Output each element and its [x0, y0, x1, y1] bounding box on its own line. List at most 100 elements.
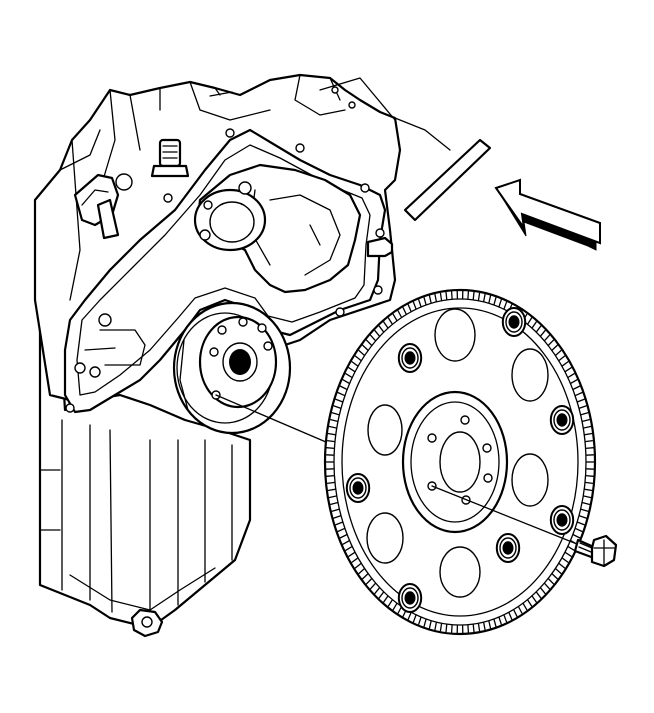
gear-tooth [567, 545, 575, 552]
gear-tooth [493, 297, 497, 306]
gear-tooth [581, 501, 590, 506]
gear-tooth [539, 329, 546, 337]
gear-tooth [354, 355, 362, 362]
gear-tooth [567, 372, 575, 379]
gear-tooth [585, 447, 594, 450]
gear-tooth [428, 620, 432, 629]
gear-tooth [551, 344, 559, 351]
gear-tooth [327, 439, 336, 443]
bolt-alignment-line [431, 485, 583, 547]
gear-tooth [412, 301, 417, 310]
gear-tooth [503, 614, 508, 623]
gear-tooth [564, 366, 572, 373]
gear-tooth [554, 349, 562, 356]
gear-tooth [583, 495, 592, 499]
bolt-boss [397, 343, 423, 373]
gear-tooth [339, 385, 348, 391]
gear-tooth [331, 411, 340, 416]
gear-tooth [348, 366, 356, 373]
gear-tooth [535, 325, 542, 333]
gear-tooth [392, 602, 398, 611]
bolt-boss [549, 405, 575, 435]
bolt-boss [495, 533, 521, 563]
gear-tooth [337, 391, 346, 397]
gear-tooth [450, 291, 453, 300]
gear-tooth [337, 527, 346, 533]
gear-tooth [572, 385, 581, 391]
gear-tooth [526, 599, 533, 607]
gear-tooth [551, 573, 559, 580]
gear-tooth [374, 329, 381, 337]
gear-tooth [378, 591, 385, 599]
engine-block [33, 73, 451, 638]
gear-tooth [561, 557, 569, 564]
gear-tooth [488, 620, 492, 629]
gear-tooth [428, 295, 432, 304]
gear-tooth [576, 521, 585, 526]
gear-tooth [526, 317, 533, 325]
gear-tooth [543, 334, 551, 342]
gear-tooth [574, 391, 583, 397]
gear-tooth [576, 398, 585, 403]
gear-tooth [482, 621, 486, 631]
gear-tooth [365, 339, 373, 346]
bolt-boss [501, 307, 527, 337]
gear-tooth [328, 425, 337, 429]
gear-tooth [584, 481, 593, 485]
gear-tooth [330, 418, 339, 423]
gear-tooth [467, 624, 470, 633]
gear-tooth [547, 339, 555, 346]
gear-tooth [580, 411, 589, 416]
lightening-holes [366, 308, 549, 598]
gear-tooth [335, 521, 344, 526]
gear-tooth [407, 612, 412, 620]
gear-tooth [482, 293, 486, 303]
gear-tooth [345, 372, 353, 379]
gear-tooth [327, 481, 336, 485]
gear-tooth [581, 418, 590, 423]
gear-tooth [330, 501, 339, 506]
gear-tooth [467, 291, 470, 300]
gear-tooth [558, 355, 566, 362]
gear-tooth [445, 291, 448, 300]
bolt-boss [549, 505, 575, 535]
gear-tooth [423, 618, 427, 627]
gear-tooth [543, 582, 551, 590]
gear-tooth [361, 344, 369, 351]
gear-tooth [508, 612, 513, 620]
gear-tooth [434, 621, 438, 631]
gear-tooth [539, 587, 546, 595]
gear-tooth [369, 582, 377, 590]
gear-tooth [572, 533, 581, 539]
gear-tooth [387, 317, 394, 325]
gear-tooth [434, 293, 438, 303]
gear-tooth [574, 527, 583, 533]
gear-tooth [570, 379, 578, 385]
cam-boss [193, 181, 267, 252]
gear-tooth [326, 474, 335, 477]
gear-tooth [522, 602, 528, 611]
gear-tooth [561, 360, 569, 367]
gear-tooth [351, 360, 359, 367]
direction-arrow [494, 178, 601, 251]
gear-tooth [348, 551, 356, 558]
gear-tooth [351, 557, 359, 564]
gear-tooth [354, 562, 362, 569]
gear-tooth [477, 623, 481, 632]
gear-tooth [531, 595, 538, 603]
gear-tooth [342, 539, 350, 545]
gear-tooth [547, 578, 555, 585]
gear-tooth [578, 514, 587, 519]
gear-tooth [397, 310, 403, 318]
gear-tooth [503, 301, 508, 310]
gear-tooth [472, 291, 475, 300]
gear-tooth [498, 299, 503, 308]
oil-pressure-sensor [150, 138, 190, 178]
gear-tooth [535, 591, 542, 599]
gear-tooth [583, 425, 592, 429]
gear-tooth [488, 295, 492, 304]
drain-plug [130, 608, 164, 638]
gear-tooth [493, 618, 497, 627]
gear-tooth [358, 349, 366, 356]
